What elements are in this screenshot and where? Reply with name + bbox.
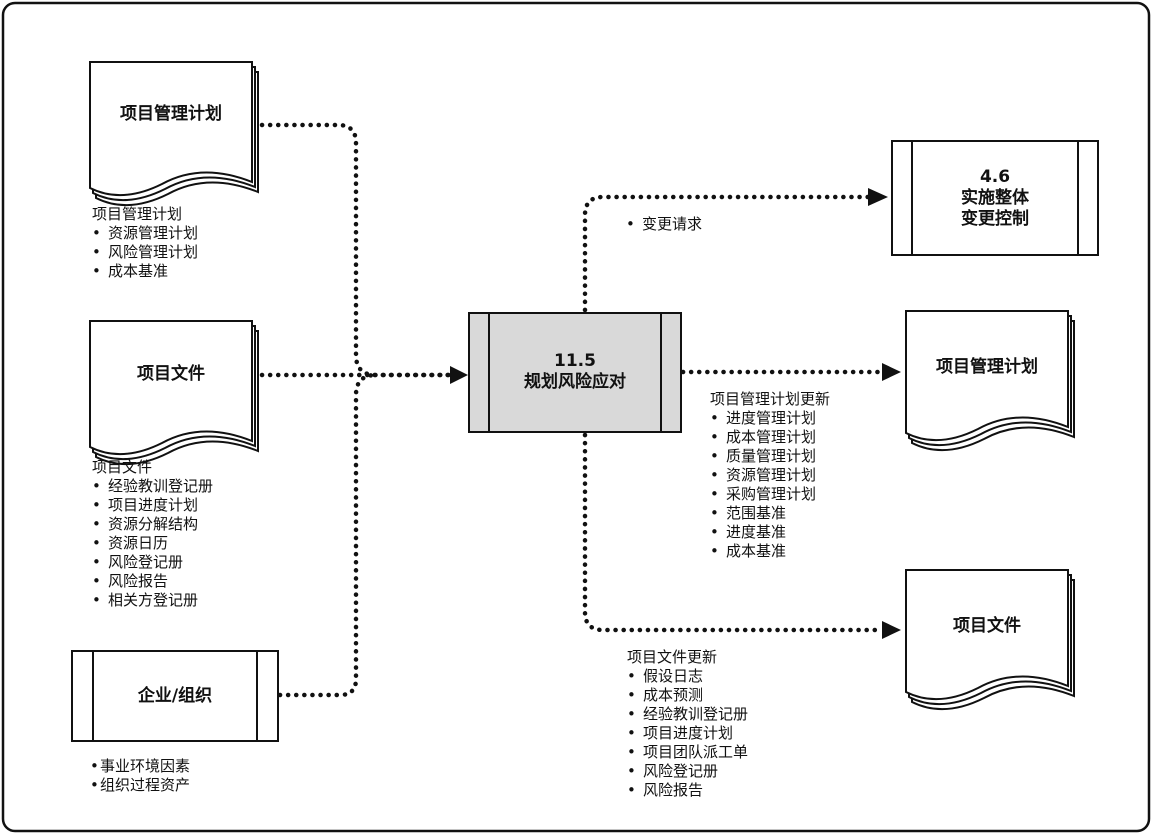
list-item: 假设日志 <box>627 667 748 686</box>
output-change-control-title: 4.6 实施整体 变更控制 <box>912 162 1078 234</box>
list-item: 组织过程资产 <box>90 776 190 795</box>
list-item: 风险报告 <box>92 572 213 591</box>
list-item: 风险登记册 <box>627 762 748 781</box>
change-control-line1: 实施整体 <box>961 187 1029 208</box>
list-item: 变更请求 <box>626 215 702 234</box>
arrowhead-to-process <box>450 366 468 384</box>
input-pm-plan-doc <box>89 61 259 207</box>
connectors <box>259 122 883 698</box>
output-project-docs-list: 项目文件更新 假设日志 成本预测 经验教训登记册 项目进度计划 项目团队派工单 … <box>627 648 748 800</box>
list-item: 风险登记册 <box>92 553 213 572</box>
input-enterprise-title-text: 企业/组织 <box>137 685 213 706</box>
input-project-docs-title: 项目文件 <box>90 352 252 396</box>
output-pm-plan-title: 项目管理计划 <box>906 345 1068 389</box>
output-project-docs-doc <box>905 569 1075 711</box>
input-enterprise-title: 企业/组织 <box>93 674 257 718</box>
output-project-docs-title-text: 项目文件 <box>953 615 1021 636</box>
input-project-docs-doc <box>89 320 259 466</box>
list-item: 经验教训登记册 <box>92 477 213 496</box>
process-name: 规划风险应对 <box>524 372 626 392</box>
list-item: 质量管理计划 <box>710 447 830 466</box>
list-item: 项目进度计划 <box>627 724 748 743</box>
output-change-request-list: 变更请求 <box>626 215 702 234</box>
list-item: 项目团队派工单 <box>627 743 748 762</box>
arrowhead-to-pm-plan <box>882 363 901 381</box>
list-item: 成本基准 <box>710 542 830 561</box>
list-item: 成本管理计划 <box>710 428 830 447</box>
change-control-number: 4.6 <box>979 166 1011 187</box>
output-project-docs-title: 项目文件 <box>906 604 1068 648</box>
list-item: 经验教训登记册 <box>627 705 748 724</box>
connector-enterprise <box>277 372 379 698</box>
output-pm-plan-list: 项目管理计划更新 进度管理计划 成本管理计划 质量管理计划 资源管理计划 采购管… <box>710 390 830 561</box>
output-pm-plan-title-text: 项目管理计划 <box>936 356 1038 377</box>
list-item: 项目进度计划 <box>92 496 213 515</box>
input-enterprise-list: 事业环境因素 组织过程资产 <box>90 757 190 795</box>
connector-pm-plan <box>259 122 453 378</box>
arrowhead-to-project-docs <box>882 621 901 639</box>
output-pm-plan-doc <box>905 310 1075 452</box>
list-item: 资源日历 <box>92 534 213 553</box>
list-item: 资源管理计划 <box>710 466 830 485</box>
input-pm-plan-title-text: 项目管理计划 <box>120 103 222 124</box>
input-pm-plan-list: 项目管理计划 资源管理计划 风险管理计划 成本基准 <box>92 205 198 281</box>
input-enterprise-box <box>71 650 279 742</box>
input-project-docs-title-text: 项目文件 <box>137 363 205 384</box>
input-project-docs-list: 项目文件 经验教训登记册 项目进度计划 资源分解结构 资源日历 风险登记册 风险… <box>92 458 213 610</box>
list-item: 成本预测 <box>627 686 748 705</box>
input-project-docs-label: 项目文件 <box>92 458 153 476</box>
list-item: 进度管理计划 <box>710 409 830 428</box>
output-project-docs-label: 项目文件更新 <box>627 648 718 666</box>
list-item: 事业环境因素 <box>90 757 190 776</box>
list-item: 采购管理计划 <box>710 485 830 504</box>
list-item: 进度基准 <box>710 523 830 542</box>
list-item: 范围基准 <box>710 504 830 523</box>
list-item: 风险管理计划 <box>92 243 198 262</box>
arrowhead-to-change-control <box>868 188 888 206</box>
process-number: 11.5 <box>554 351 596 371</box>
input-pm-plan-title: 项目管理计划 <box>90 92 252 136</box>
list-item: 相关方登记册 <box>92 591 213 610</box>
process-title: 11.5 规划风险应对 <box>489 340 661 404</box>
connector-docs-updates <box>582 432 883 633</box>
output-pm-plan-label: 项目管理计划更新 <box>710 390 831 408</box>
input-pm-plan-label: 项目管理计划 <box>92 205 183 223</box>
process-box <box>468 312 682 433</box>
list-item: 资源分解结构 <box>92 515 213 534</box>
arrowheads <box>450 188 901 639</box>
output-change-control-box <box>891 140 1099 256</box>
change-control-line2: 变更控制 <box>961 208 1029 229</box>
connector-change-request <box>582 194 871 313</box>
list-item: 成本基准 <box>92 262 198 281</box>
list-item: 资源管理计划 <box>92 224 198 243</box>
list-item: 风险报告 <box>627 781 748 800</box>
